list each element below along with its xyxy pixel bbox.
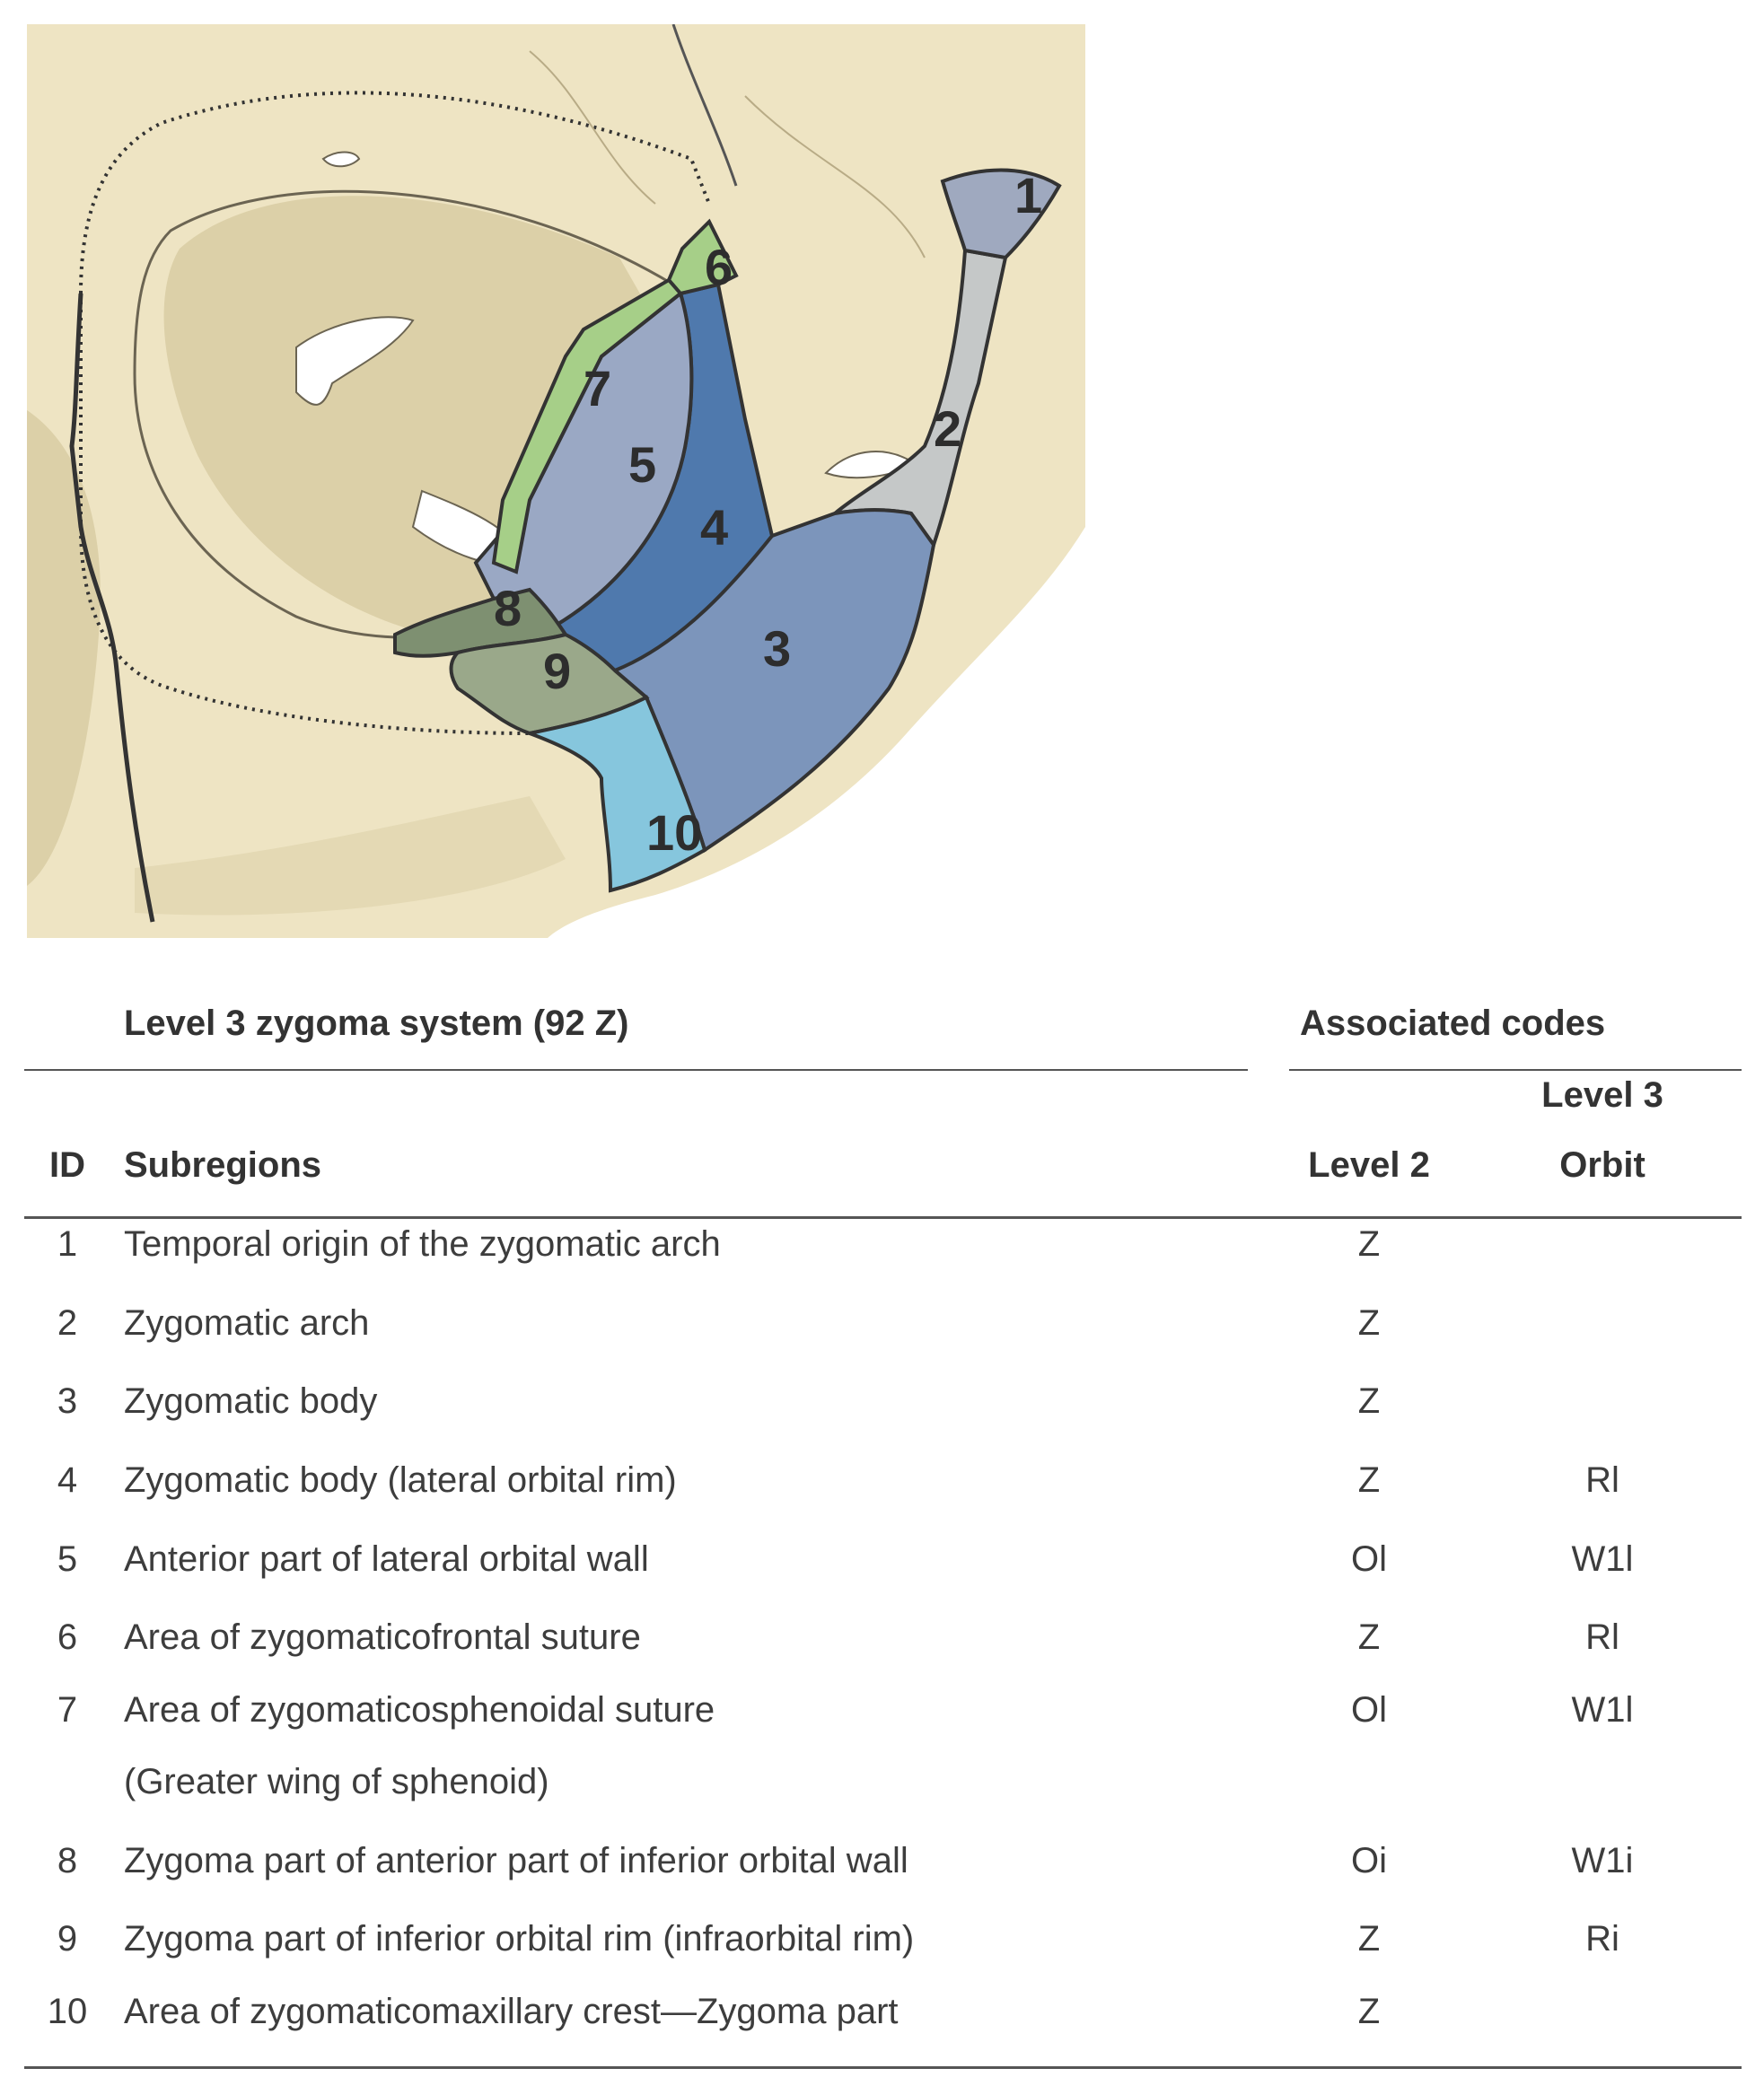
region-7 xyxy=(491,277,683,574)
row-orbit: Ri xyxy=(1585,1919,1619,1959)
region-label-8: 8 xyxy=(494,580,522,636)
row-subregion-line2: (Greater wing of sphenoid) xyxy=(124,1762,549,1801)
region-label-3: 3 xyxy=(763,620,791,677)
row-level2: Z xyxy=(1357,1992,1381,2031)
region-label-7: 7 xyxy=(584,360,611,416)
region-10 xyxy=(522,695,707,893)
row-level2: Z xyxy=(1357,1224,1381,1264)
row-orbit: W1l xyxy=(1571,1539,1634,1579)
row-orbit: Rl xyxy=(1585,1460,1619,1500)
row-id: 4 xyxy=(57,1460,78,1500)
row-orbit: Rl xyxy=(1585,1617,1619,1657)
row-subregion: Zygomatic arch xyxy=(124,1303,370,1343)
dotted-outline xyxy=(79,91,711,735)
bottom-rule xyxy=(24,2066,1742,2069)
row-id: 8 xyxy=(57,1841,78,1880)
title-rule-right xyxy=(1289,1069,1742,1071)
title-rule-left xyxy=(24,1069,1248,1071)
skull-edge xyxy=(69,293,155,923)
row-id: 7 xyxy=(57,1690,78,1730)
row-subregion: Area of zygomaticosphenoidal suture xyxy=(124,1690,715,1730)
row-level2: Z xyxy=(1357,1460,1381,1500)
region-1 xyxy=(940,168,1062,260)
header-rule xyxy=(24,1216,1742,1219)
cheek-shade xyxy=(135,796,566,916)
id-header: ID xyxy=(49,1145,85,1185)
level2-header: Level 2 xyxy=(1308,1145,1430,1185)
row-id: 6 xyxy=(57,1617,78,1657)
codes-table: Level 3 zygoma system (92 Z) Associated … xyxy=(0,969,1764,2082)
row-subregion: Temporal origin of the zygomatic arch xyxy=(124,1224,721,1264)
row-level2: Z xyxy=(1357,1617,1381,1657)
region-label-4: 4 xyxy=(700,499,728,556)
region-label-9: 9 xyxy=(543,643,571,699)
row-level2: Ol xyxy=(1351,1539,1387,1579)
row-orbit: W1i xyxy=(1571,1841,1634,1880)
row-subregion: Area of zygomaticofrontal suture xyxy=(124,1617,641,1657)
region-label-10: 10 xyxy=(646,804,702,861)
fine-lines xyxy=(529,50,926,259)
level3-header: Level 3 xyxy=(1541,1075,1663,1115)
row-subregion: Zygomatic body (lateral orbital rim) xyxy=(124,1460,677,1500)
row-subregion: Area of zygomaticomaxillary crest—Zygoma… xyxy=(124,1992,899,2031)
row-level2: Ol xyxy=(1351,1690,1387,1730)
table-title: Level 3 zygoma system (92 Z) xyxy=(124,1004,629,1043)
subregions-header: Subregions xyxy=(124,1145,322,1185)
suture-line xyxy=(671,24,738,187)
orbit-header: Orbit xyxy=(1559,1145,1646,1185)
foramen-3 xyxy=(321,151,361,168)
row-subregion: Zygoma part of inferior orbital rim (inf… xyxy=(124,1919,915,1959)
row-id: 5 xyxy=(57,1539,78,1579)
row-id: 10 xyxy=(47,1992,88,2031)
region-label-6: 6 xyxy=(705,239,733,295)
row-level2: Z xyxy=(1357,1381,1381,1421)
row-id: 3 xyxy=(57,1381,78,1421)
row-id: 2 xyxy=(57,1303,78,1343)
row-subregion: Zygomatic body xyxy=(124,1381,378,1421)
associated-codes-header: Associated codes xyxy=(1300,1004,1606,1043)
row-subregion: Zygoma part of anterior part of inferior… xyxy=(124,1841,908,1880)
zygoma-diagram: 1 2 3 4 5 6 7 8 9 10 xyxy=(27,24,1085,938)
row-subregion: Anterior part of lateral orbital wall xyxy=(124,1539,649,1579)
region-label-5: 5 xyxy=(628,436,656,493)
row-orbit: W1l xyxy=(1571,1690,1634,1730)
region-5 xyxy=(473,290,694,637)
foramen-1 xyxy=(295,316,415,406)
row-level2: Z xyxy=(1357,1919,1381,1959)
row-id: 9 xyxy=(57,1919,78,1959)
row-level2: Z xyxy=(1357,1303,1381,1343)
region-label-1: 1 xyxy=(1014,167,1042,224)
row-level2: Oi xyxy=(1351,1841,1387,1880)
row-id: 1 xyxy=(57,1224,78,1264)
region-label-2: 2 xyxy=(934,400,961,457)
